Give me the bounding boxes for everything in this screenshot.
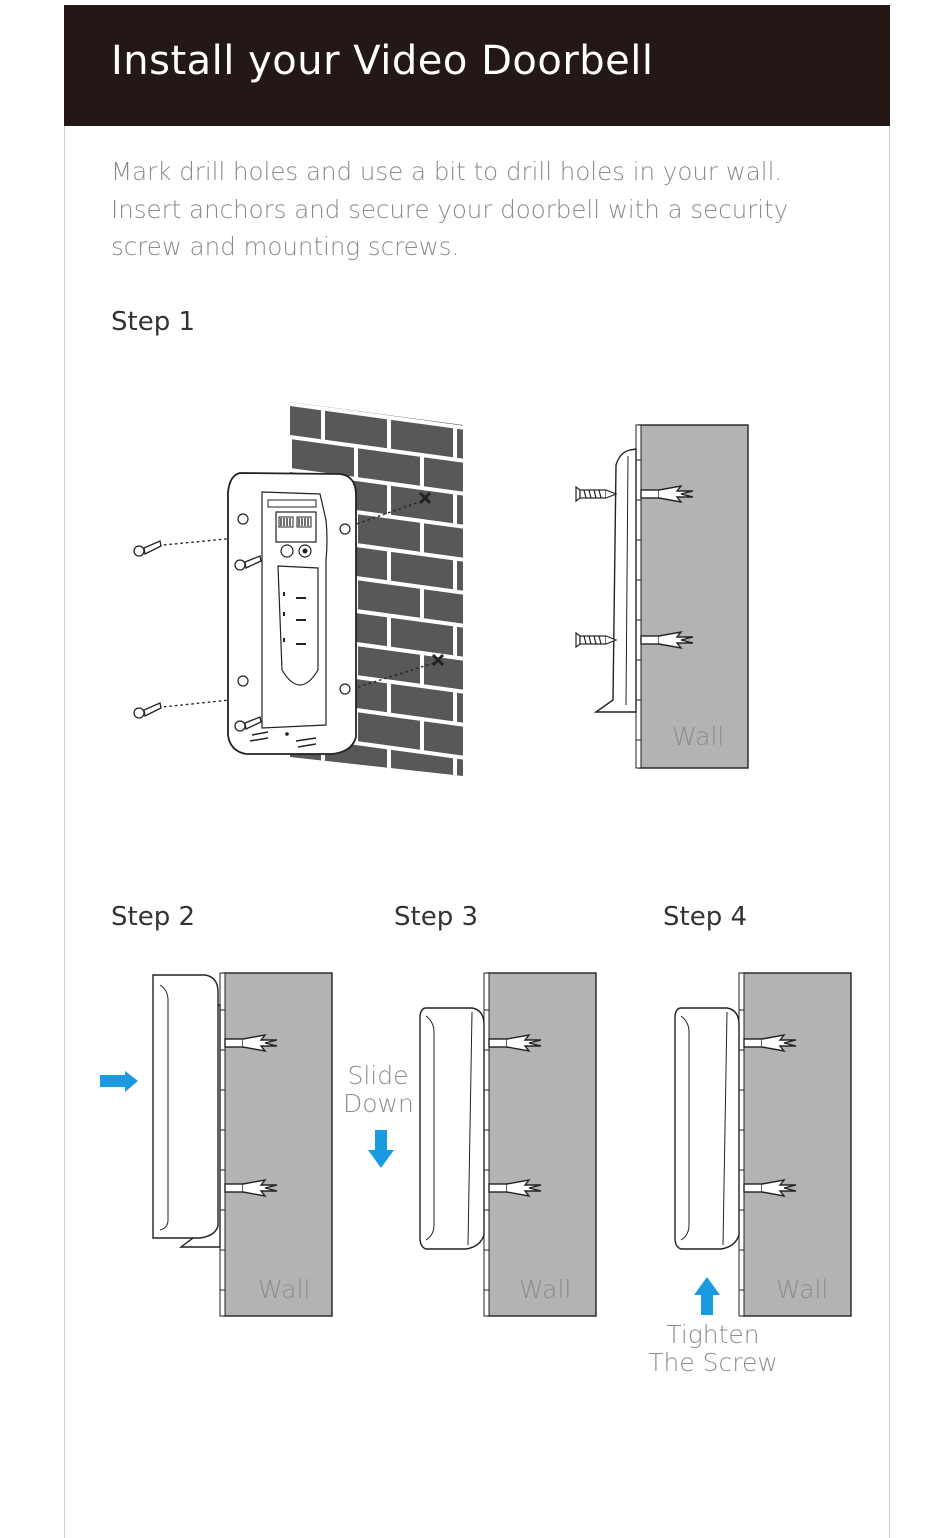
step-3-heading: Step 3: [394, 902, 479, 932]
slide-down-label: Slide Down: [343, 1061, 414, 1118]
intro-text: Mark drill holes and use a bit to drill …: [111, 157, 789, 261]
tighten-screw-label: Tighten The Screw: [648, 1320, 778, 1377]
step1-side-view: [575, 424, 749, 769]
doorbell-mount-illustration: [133, 472, 445, 755]
page-frame: [64, 5, 890, 1538]
step-1-heading: Step 1: [111, 307, 196, 337]
wall-label-step1: Wall: [672, 722, 725, 751]
wall-label-step4: Wall: [776, 1275, 829, 1304]
page-title: Install your Video Doorbell: [111, 38, 654, 84]
step4-illustration: [674, 972, 852, 1317]
step-4-heading: Step 4: [663, 902, 748, 932]
wall-label-step2: Wall: [258, 1275, 311, 1304]
step2-illustration: [100, 972, 333, 1317]
header-banner: [64, 5, 890, 126]
wall-label-step3: Wall: [519, 1275, 572, 1304]
step-2-heading: Step 2: [111, 902, 196, 932]
step3-illustration: [368, 972, 597, 1317]
